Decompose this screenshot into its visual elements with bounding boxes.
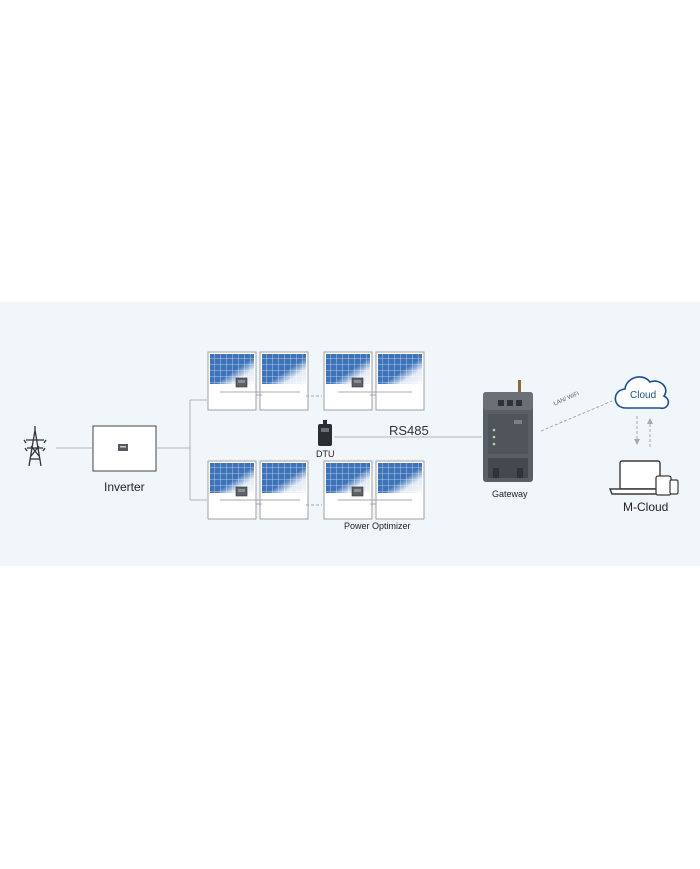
inverter-device (92, 425, 157, 472)
inverter-label: Inverter (104, 480, 145, 494)
lan-wifi-link (540, 400, 613, 432)
cloud-label: Cloud (630, 390, 657, 401)
dtu-label: DTU (316, 449, 335, 459)
power-optimizer-label: Power Optimizer (344, 521, 411, 531)
laptop-phone-icon (608, 460, 679, 496)
dc-bus-lines (157, 399, 207, 501)
cloud-icon (614, 376, 670, 410)
m-cloud-label: M-Cloud (623, 500, 669, 514)
gateway-device (483, 380, 533, 482)
string-connectors (220, 391, 412, 506)
cloud-sync-arrows (634, 416, 653, 447)
rs485-label: RS485 (389, 423, 429, 438)
dtu-device (318, 420, 332, 446)
gateway-label: Gateway (492, 489, 528, 499)
transmission-tower-icon (23, 426, 47, 467)
